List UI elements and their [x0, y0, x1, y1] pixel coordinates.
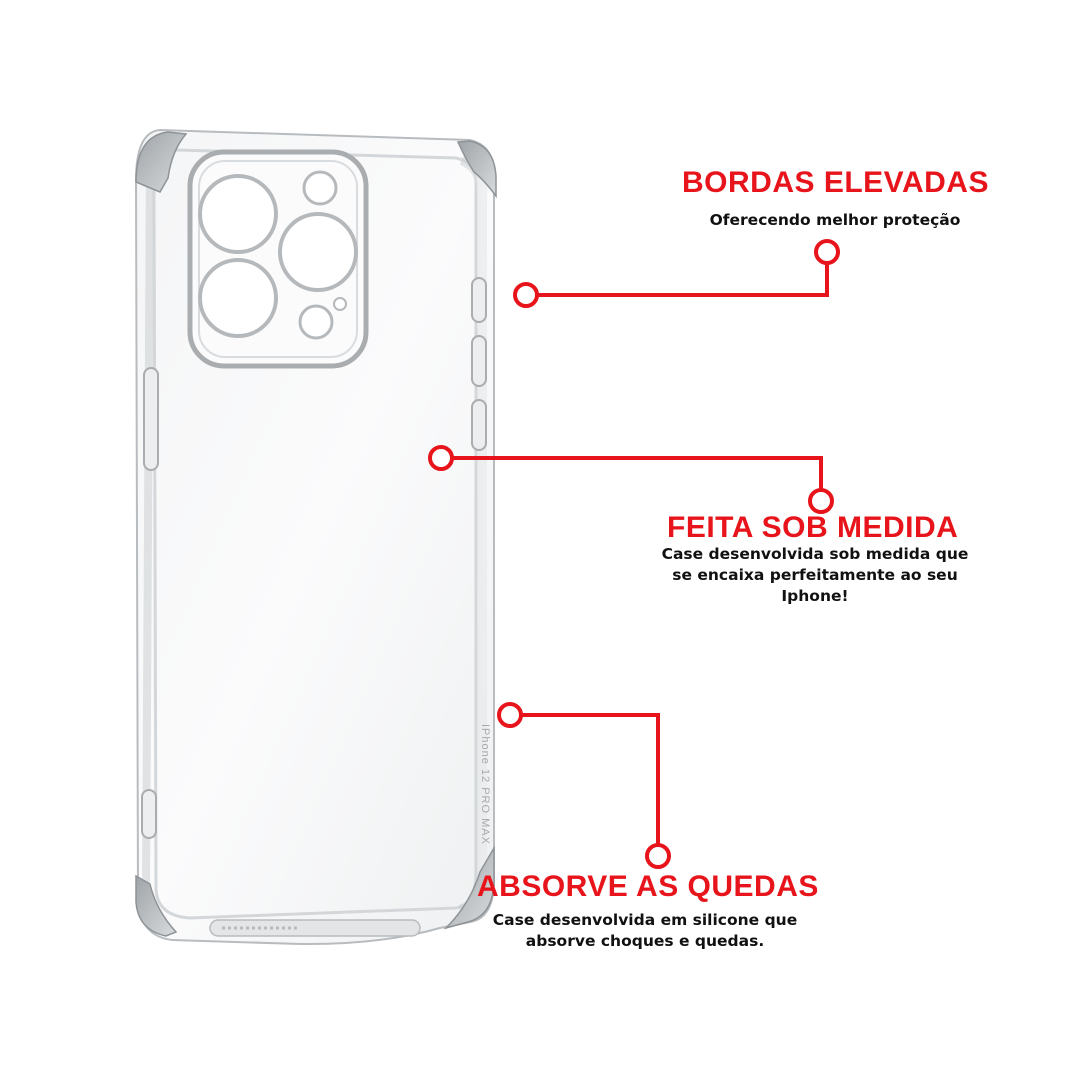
phone-case: IPhone 12 PRO MAX	[134, 128, 497, 946]
connector-bordas-elevadas	[513, 239, 840, 308]
bumper-bottom-right	[443, 845, 495, 930]
marker-dot-absorve-start	[497, 702, 523, 728]
callout-text-bordas-elevadas: Oferecendo melhor proteção	[690, 210, 980, 231]
left-side-button-cover	[143, 367, 159, 471]
connector-feita-sob-medida	[428, 445, 834, 514]
connector-absorve-as-quedas	[497, 702, 671, 869]
camera-lens-top	[198, 174, 278, 254]
marker-dot-absorve-end	[645, 843, 671, 869]
bottom-port-cutout	[209, 919, 421, 937]
volume-down-cover	[471, 399, 487, 451]
callout-line: Oferecendo melhor proteção	[709, 211, 961, 229]
callout-title-absorve-as-quedas: ABSORVE AS QUEDAS	[477, 870, 819, 903]
camera-lidar	[298, 304, 334, 340]
callout-title-feita-sob-medida: FEITA SOB MEDIDA	[667, 511, 959, 544]
power-button-cover	[471, 277, 487, 323]
camera-mic	[333, 297, 347, 311]
callout-line: Iphone!	[781, 587, 849, 605]
volume-up-cover	[471, 335, 487, 387]
callout-title-bordas-elevadas: BORDAS ELEVADAS	[682, 166, 989, 199]
case-left-wall	[142, 159, 154, 891]
callout-text-feita-sob-medida: Case desenvolvida sob medida que se enca…	[640, 544, 990, 607]
callout-text-absorve-as-quedas: Case desenvolvida em silicone que absorv…	[470, 910, 820, 952]
callout-line: se encaixa perfeitamente ao seu	[672, 566, 958, 584]
camera-flash	[302, 170, 338, 206]
callout-line: Case desenvolvida em silicone que	[492, 911, 798, 929]
lower-left-port	[141, 789, 157, 839]
marker-dot-feita-start	[428, 445, 454, 471]
marker-dot-feita-end	[808, 488, 834, 514]
callout-line: Case desenvolvida sob medida que	[661, 545, 969, 563]
case-engraving: IPhone 12 PRO MAX	[479, 724, 491, 845]
camera-lens-middle	[278, 212, 358, 292]
marker-dot-bordas-start	[513, 282, 539, 308]
marker-dot-bordas-end	[814, 239, 840, 265]
callout-line: absorve choques e quedas.	[525, 932, 765, 950]
bumper-top-left	[135, 131, 188, 193]
bumper-bottom-left	[135, 874, 178, 937]
camera-lens-bottom	[198, 258, 278, 338]
bumper-top-right	[456, 140, 497, 199]
